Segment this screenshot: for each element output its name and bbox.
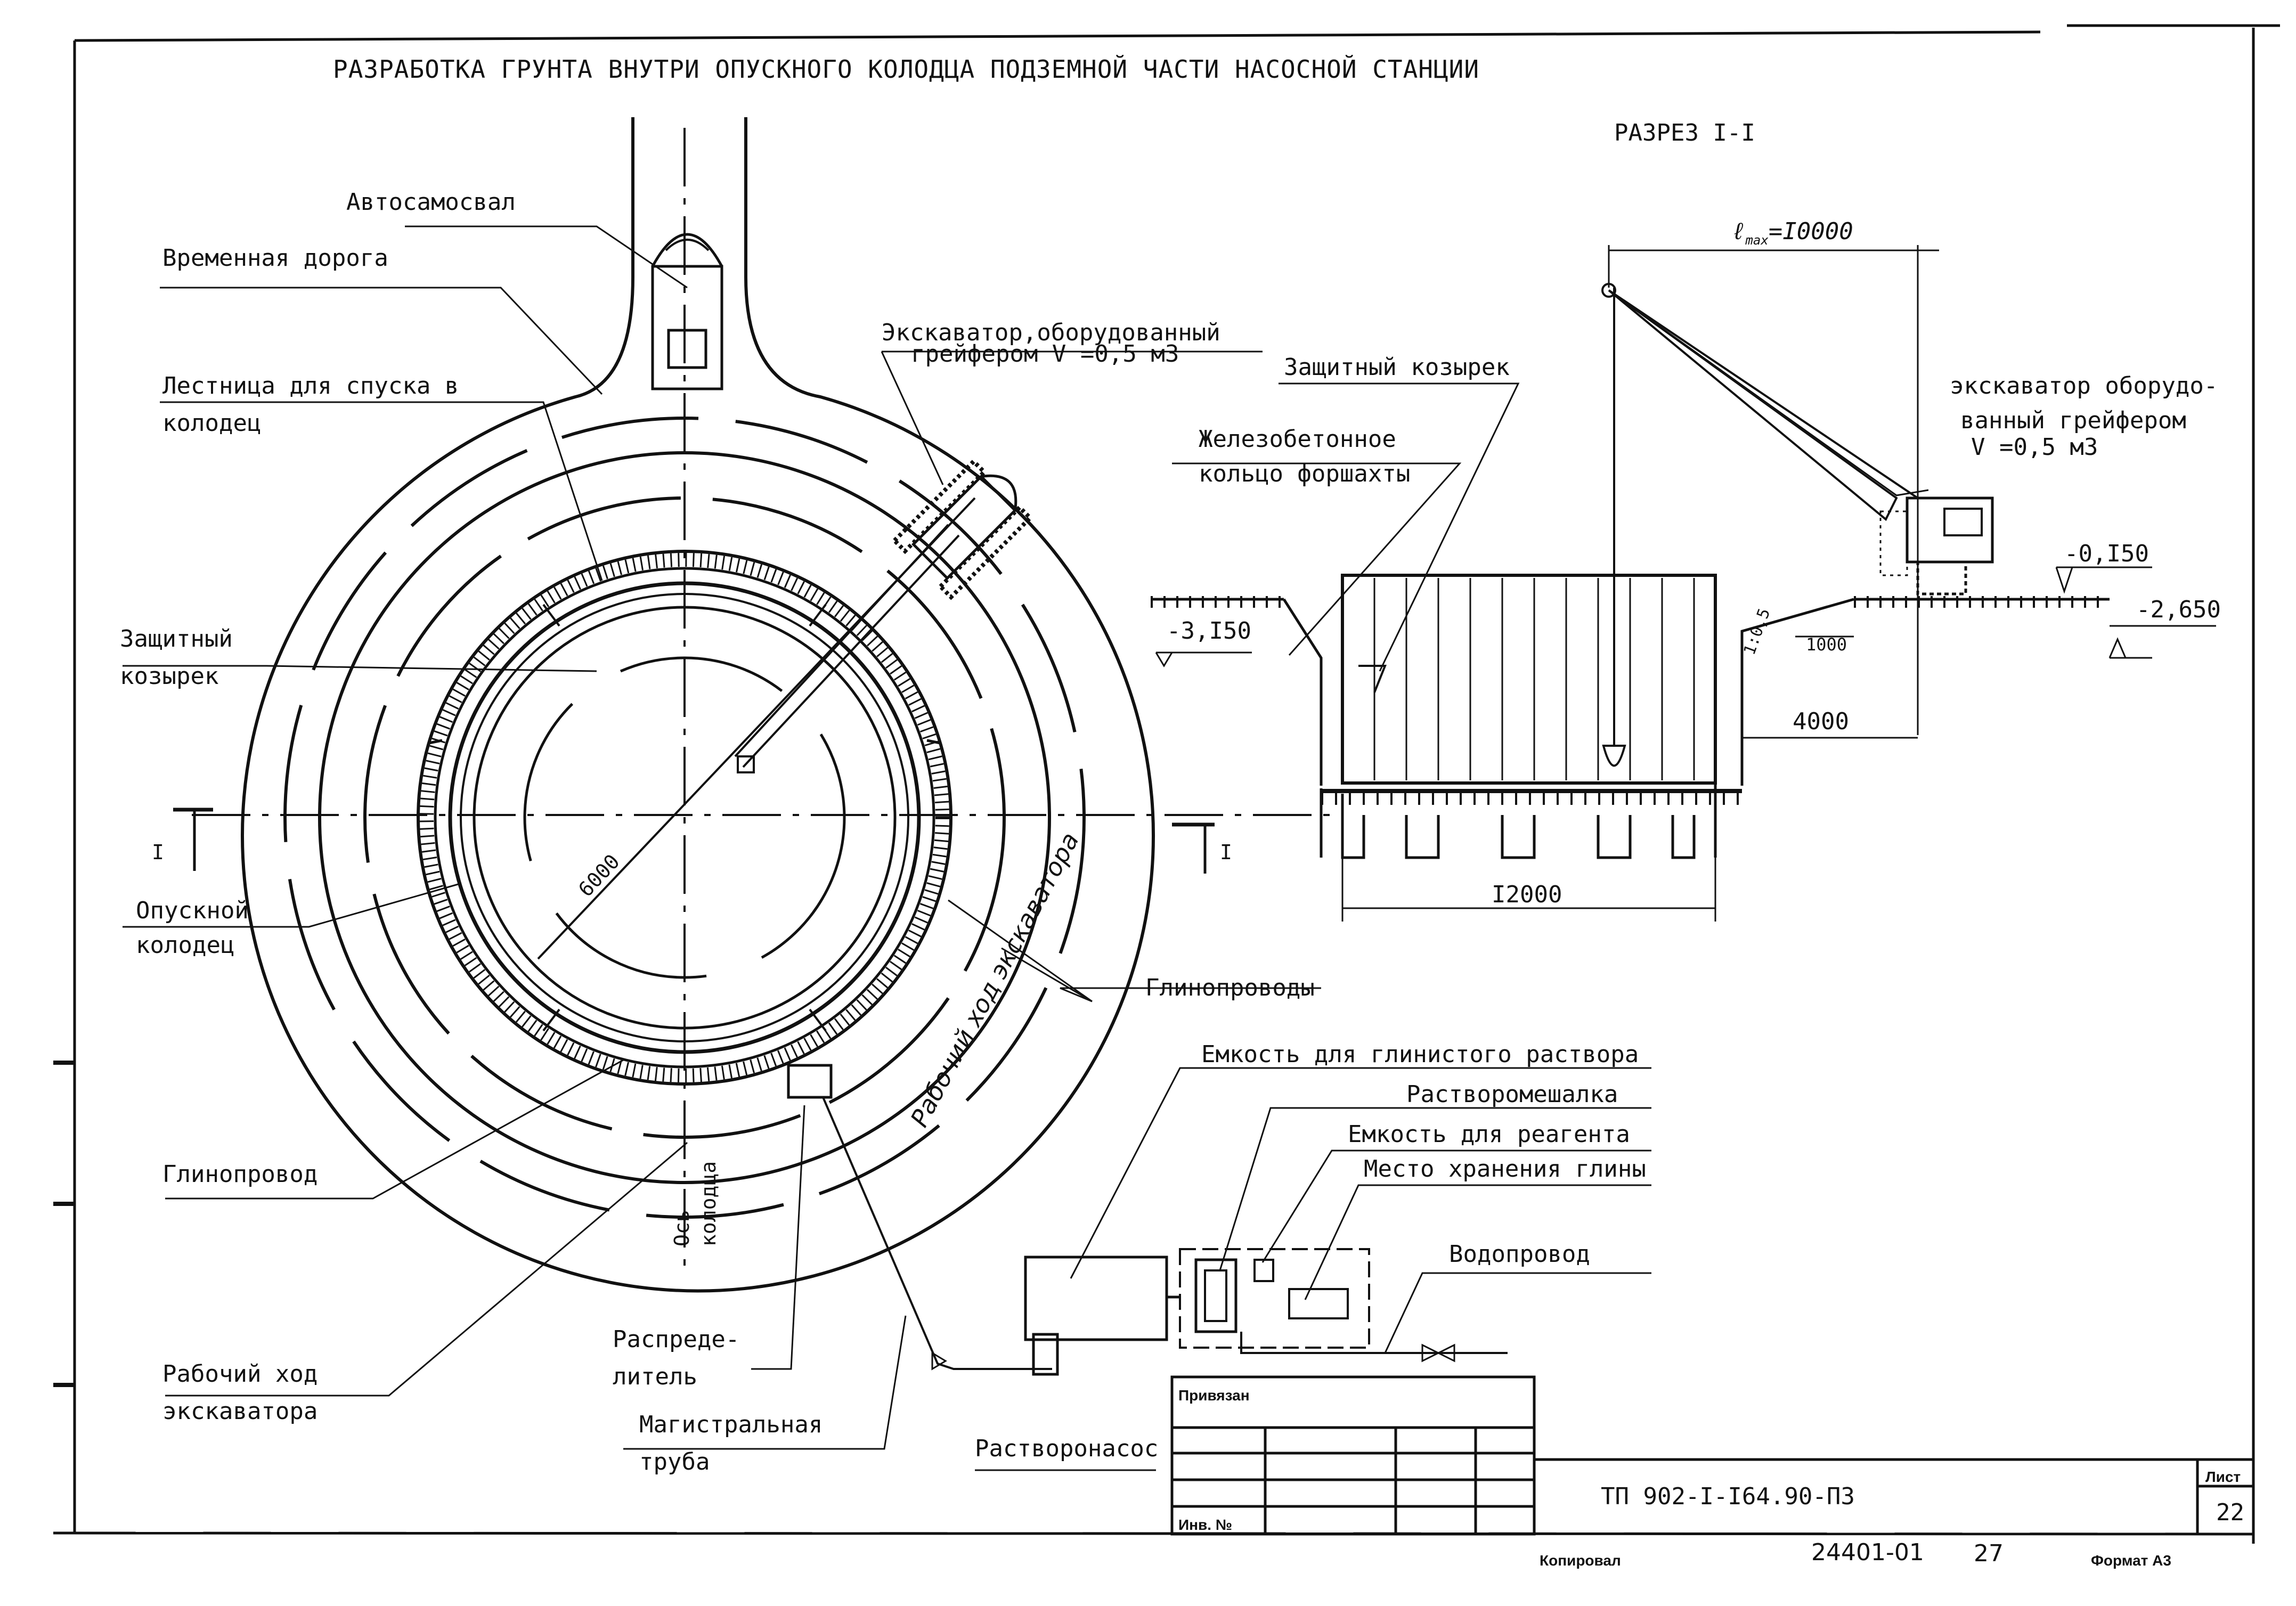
label-axis-2: колодца xyxy=(697,1161,720,1246)
tb-copied: Копировал xyxy=(1540,1552,1621,1569)
elevation-3150: -3,I50 xyxy=(1167,617,1251,645)
tb-sheet-no: 22 xyxy=(2216,1499,2244,1526)
frame xyxy=(53,24,2280,1544)
label-temp-road: Временная дорога xyxy=(162,244,388,272)
label-guard-1: Защитный xyxy=(120,625,233,653)
label-ring-1: Железобетонное xyxy=(1199,426,1396,453)
label-main-pipe-1: Магистральная xyxy=(639,1411,823,1438)
label-guard-2: козырек xyxy=(120,663,219,690)
label-axis-1: Ось xyxy=(670,1210,694,1246)
dim-12000: I2000 xyxy=(1492,881,1562,908)
label-clay-storage: Место хранения глины xyxy=(1364,1155,1646,1183)
title-block xyxy=(1170,1375,2253,1536)
section-title: РАЗРЕЗ I-I xyxy=(1614,119,1755,146)
section-mark-left: I xyxy=(152,841,164,864)
label-ladder-1: Лестница для спуска в xyxy=(162,372,459,400)
dim-1000: 1000 xyxy=(1806,634,1847,655)
label-mixer: Растворомешалка xyxy=(1406,1081,1618,1108)
tb-sheet-label: Лист xyxy=(2205,1469,2241,1485)
label-ring-2: кольцо форшахты xyxy=(1199,460,1411,487)
label-clay-tank: Емкость для глинистого раствора xyxy=(1201,1041,1639,1068)
tb-privyazan: Привязан xyxy=(1178,1387,1250,1404)
label-distributor-2: литель xyxy=(613,1363,697,1390)
label-dump-truck: Автосамосвал xyxy=(346,189,516,216)
label-ladder-2: колодец xyxy=(162,410,262,437)
label-work-path-1: Рабочий ход xyxy=(162,1360,318,1388)
label-lmax: ℓmax=I0000 xyxy=(1731,218,1853,248)
mortar-unit xyxy=(1024,1067,1651,1363)
dim-4000: 4000 xyxy=(1793,708,1849,735)
section-view xyxy=(1151,245,2216,922)
label-section-guard: Защитный козырек xyxy=(1284,354,1510,381)
tb-code: ТП 902-I-I64.90-ПЗ xyxy=(1601,1483,1855,1510)
elevation-2650: -2,650 xyxy=(2136,596,2221,623)
drawing-title: РАЗРАБОТКА ГРУНТА ВНУТРИ ОПУСКНОГО КОЛОД… xyxy=(333,55,1480,84)
tb-number2: 27 xyxy=(1974,1540,2004,1567)
label-clay-pipe: Глинопровод xyxy=(162,1161,318,1188)
label-main-pipe-2: труба xyxy=(639,1448,710,1475)
section-mark-right: I xyxy=(1220,841,1232,864)
label-excavator-1: Экскаватор,оборудованный xyxy=(882,319,1220,346)
label-pump: Растворонасос xyxy=(975,1435,1159,1462)
label-section-excavator-3: V =0,5 м3 xyxy=(1971,434,2098,461)
elevation-0150: -0,I50 xyxy=(2064,540,2149,567)
label-section-excavator-2: ванный грейфером xyxy=(1960,407,2186,434)
tb-inv: Инв. № xyxy=(1178,1517,1233,1533)
label-caisson-2: колодец xyxy=(136,932,235,959)
label-caisson-1: Опускной xyxy=(136,897,249,924)
plan-view xyxy=(123,117,1342,1471)
label-work-path-2: экскаватора xyxy=(162,1398,318,1425)
tb-format: Формат А3 xyxy=(2091,1552,2171,1569)
label-water: Водопровод xyxy=(1449,1241,1590,1268)
label-distributor-1: Распреде- xyxy=(613,1326,740,1353)
label-excavator-2: грейфером V =0,5 м3 xyxy=(911,340,1179,368)
tb-number: 24401-01 xyxy=(1811,1539,1924,1566)
label-clay-pipes: Глинопроводы xyxy=(1145,974,1315,1001)
label-section-excavator-1: экскаватор оборудо- xyxy=(1950,372,2218,400)
label-reagent: Емкость для реагента xyxy=(1348,1121,1630,1148)
